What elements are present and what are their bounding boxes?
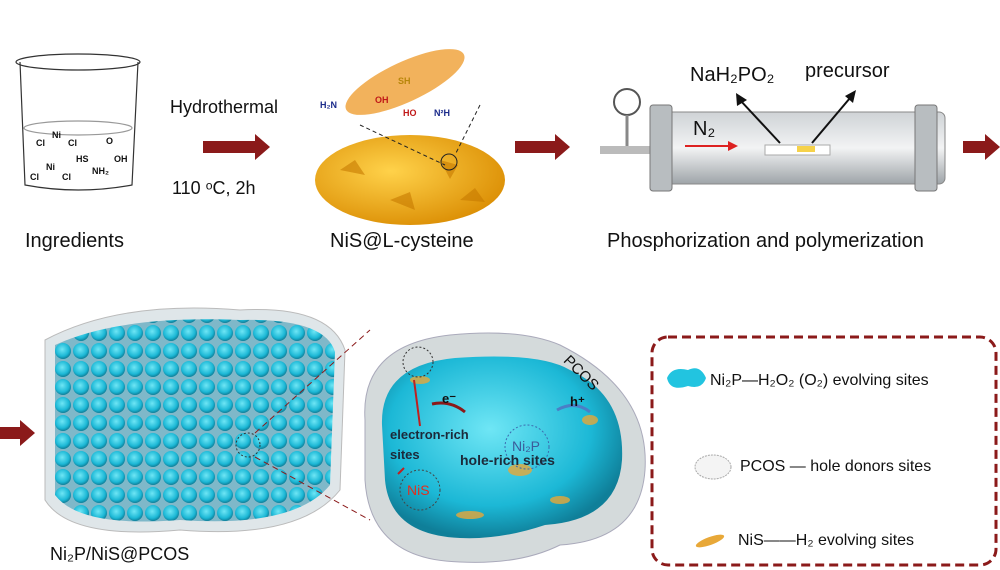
step-label-phosphorization: Phosphorization and polymerization (607, 230, 924, 252)
nis-legend-icon (695, 534, 725, 548)
chem-label: Cl (30, 172, 39, 182)
reagent-label: NaH₂PO₂ (690, 64, 775, 86)
chem-label: OH (114, 154, 128, 164)
chem-label: O (106, 136, 114, 146)
chem-label: SH (398, 76, 411, 86)
electron-rich-label-2: sites (390, 447, 420, 462)
ni2p-legend-icon (667, 368, 706, 388)
legend-item-nis: NiS——H₂ evolving sites (738, 532, 915, 549)
hole-label: h⁺ (570, 394, 585, 409)
chem-label: HS (76, 154, 89, 164)
chem-label: Cl (36, 138, 45, 148)
electron-label: e⁻ (442, 391, 457, 406)
legend-box (650, 335, 998, 567)
chem-label: OH (375, 95, 389, 105)
chem-label: NH₂ (92, 166, 109, 176)
ni2p-nis-pcos-block-image (44, 307, 371, 533)
hole-rich-label: hole-rich sites (460, 452, 555, 468)
precursor-label: precursor (805, 60, 890, 82)
chem-label: HO (403, 108, 417, 118)
nis-flakes-image (315, 49, 505, 225)
ni2p-site-label: Ni₂P (512, 438, 540, 454)
product-label: Ni₂P/NiS@PCOS (50, 544, 190, 564)
pcos-legend-icon (694, 454, 732, 480)
condition-label: 110 ᵒC, 2h (172, 178, 256, 198)
hydrothermal-label: Hydrothermal (170, 97, 279, 117)
chem-label: N²H (434, 108, 450, 118)
chem-label: H₂N (320, 100, 337, 110)
chem-label: Ni (46, 162, 55, 172)
chem-label: Cl (62, 172, 71, 182)
legend-item-ni2p: Ni₂P—H₂O₂ (O₂) evolving sites (710, 372, 929, 389)
nis-site-label: NiS (407, 482, 430, 498)
chem-label: Cl (68, 138, 77, 148)
step-label-nis-cysteine: NiS@L-cysteine (330, 230, 474, 252)
tube-furnace-image (600, 88, 946, 192)
gas-label: N₂ (693, 118, 716, 140)
chem-label: Ni (52, 130, 61, 140)
beaker-icon (15, 53, 141, 191)
legend-item-pcos: PCOS — hole donors sites (740, 458, 932, 475)
electron-rich-label: electron-rich (390, 427, 469, 442)
arrow-icon (0, 134, 1000, 446)
step-label-ingredients: Ingredients (25, 230, 124, 252)
particle-zoom-image (364, 332, 646, 563)
